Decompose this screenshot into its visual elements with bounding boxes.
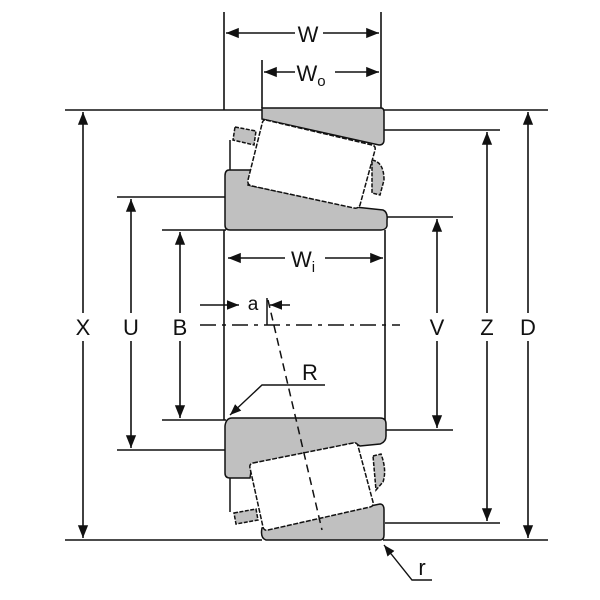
roller-top (247, 119, 376, 209)
contact-angle-line (267, 299, 323, 531)
label-a: a (248, 294, 259, 315)
outer-cup-bottom (260, 503, 385, 541)
outer-cup-top (261, 107, 385, 146)
label-X: X (76, 315, 91, 340)
label-V: V (430, 315, 445, 340)
cage-top-left (232, 126, 257, 146)
label-U: U (123, 315, 139, 340)
labels: W Wo Wi X U B a V Z D R r (76, 22, 536, 580)
roller-bottom (249, 442, 374, 531)
inner-cone-top (224, 169, 388, 231)
label-D: D (520, 315, 536, 340)
bottom-bearing-section (224, 417, 387, 541)
label-Wo: Wo (296, 61, 325, 90)
label-W: W (298, 22, 319, 47)
cage-bottom-left (233, 508, 259, 525)
label-Z: Z (480, 315, 493, 340)
label-r: r (418, 555, 425, 580)
radius-leaders (229, 384, 432, 581)
label-R: R (302, 360, 318, 385)
cage-bottom-right (372, 453, 386, 492)
top-bearing-section (224, 107, 388, 231)
label-B: B (173, 315, 188, 340)
cage-top-right (371, 159, 385, 196)
label-Wi: Wi (291, 247, 315, 276)
a-dimension (200, 298, 290, 325)
